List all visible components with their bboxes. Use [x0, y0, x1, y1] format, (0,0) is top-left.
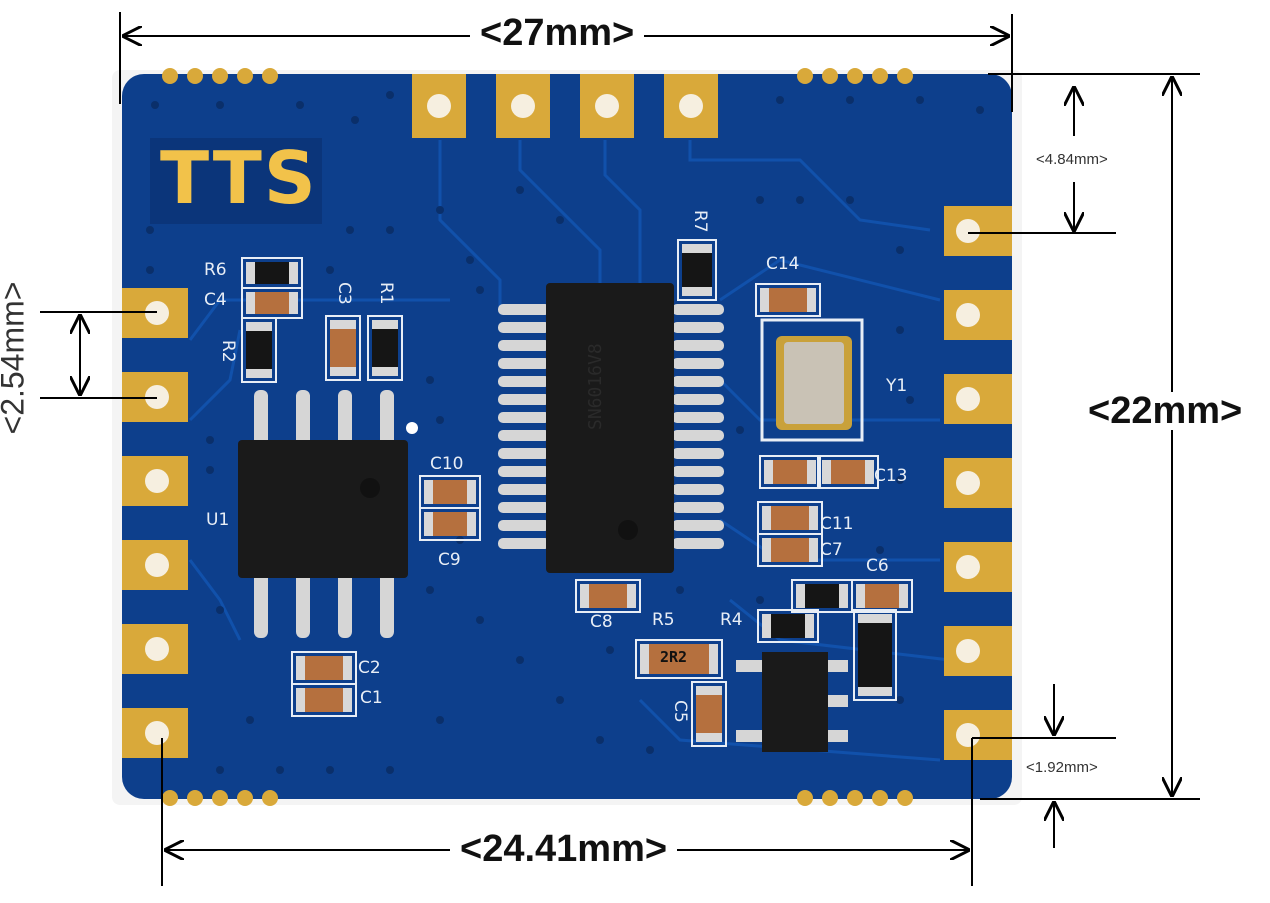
capacitor	[755, 283, 821, 317]
silk-c4: C4	[204, 290, 227, 310]
chip-pin-left	[498, 304, 550, 315]
right-pin-pads	[944, 206, 1012, 760]
silk-c1: C1	[360, 688, 383, 708]
capacitor	[291, 651, 357, 685]
chip-pin-left	[498, 358, 550, 369]
chip-pin-left	[498, 520, 550, 531]
chip-pin-left	[498, 376, 550, 387]
capacitor	[759, 455, 821, 489]
capacitor	[691, 681, 727, 747]
chip-pin-right	[672, 358, 724, 369]
silk-c2: C2	[358, 658, 381, 678]
main-chip-marking: SN6016V8	[585, 343, 606, 430]
chip-pin-right	[672, 430, 724, 441]
resistor	[677, 239, 717, 301]
silk-c8: C8	[590, 612, 613, 632]
chip-pin-left	[498, 538, 550, 549]
resistor	[791, 579, 853, 613]
silk-r6: R6	[204, 260, 227, 280]
chip-pin-left	[498, 412, 550, 423]
chip-pin-left	[498, 430, 550, 441]
capacitor	[575, 579, 641, 613]
main-chip	[498, 283, 724, 573]
chip-pin-right	[672, 394, 724, 405]
logo-frame	[150, 138, 322, 224]
resistor	[853, 609, 897, 701]
capacitor	[635, 639, 723, 679]
top-pin-pads	[412, 74, 718, 138]
passive-components	[241, 239, 913, 747]
dimension-pin-pitch: <2.54mm>	[0, 281, 31, 435]
resistor-value-label: 2R2	[660, 648, 688, 666]
silk-r1: R1	[376, 282, 396, 305]
silk-r2: R2	[218, 340, 238, 363]
chip-pin-right	[672, 520, 724, 531]
chip-pin-left	[498, 394, 550, 405]
chip-pin-left	[498, 502, 550, 513]
capacitor	[851, 579, 913, 613]
silk-c5: C5	[670, 700, 690, 723]
resistor	[367, 315, 403, 381]
silk-r4: R4	[720, 610, 743, 630]
silk-c9: C9	[438, 550, 461, 570]
chip-pin-left	[498, 322, 550, 333]
dimension-bottom-pin-offset: <1.92mm>	[1024, 759, 1100, 776]
silk-r7: R7	[690, 210, 710, 233]
dimension-width-bottom: <24.41mm>	[450, 830, 678, 868]
silk-c14: C14	[766, 254, 800, 274]
silk-c11: C11	[820, 514, 854, 534]
capacitor	[291, 683, 357, 717]
capacitor	[757, 533, 823, 567]
chip-pin-right	[672, 502, 724, 513]
chip-pin-right	[672, 466, 724, 477]
crystal-y1	[760, 318, 864, 442]
pcb-vias	[146, 91, 984, 774]
capacitor	[241, 287, 303, 319]
silk-c3: C3	[334, 282, 354, 305]
chip-pin-left	[498, 448, 550, 459]
chip-pin-left	[498, 484, 550, 495]
silk-c13: C13	[874, 466, 908, 486]
chip-pin-right	[672, 304, 724, 315]
dimension-top-pin-offset: <4.84mm>	[1034, 151, 1110, 168]
chip-pin-left	[498, 466, 550, 477]
capacitor	[419, 507, 481, 541]
silk-r5: R5	[652, 610, 675, 630]
chip-pin-right	[672, 376, 724, 387]
edge-castellations	[162, 68, 913, 806]
resistor	[241, 257, 303, 289]
capacitor	[817, 455, 879, 489]
resistor	[241, 317, 277, 383]
chip-pin-right	[672, 412, 724, 423]
silk-y1: Y1	[886, 376, 908, 396]
chip-pin-right	[672, 484, 724, 495]
silk-c7: C7	[820, 540, 843, 560]
module-logo-text: TTS	[160, 136, 318, 220]
chip-pin-right	[672, 322, 724, 333]
chip-pin-right	[672, 340, 724, 351]
regulator-chip	[736, 652, 848, 752]
dimension-width-top: <27mm>	[470, 14, 645, 52]
capacitor	[325, 315, 361, 381]
u1-chip	[238, 390, 418, 638]
dimension-height-right: <22mm>	[1078, 392, 1253, 430]
chip-pin-right	[672, 448, 724, 459]
chip-pin-left	[498, 340, 550, 351]
silk-c10: C10	[430, 454, 464, 474]
resistor	[757, 609, 819, 643]
capacitor	[757, 501, 823, 535]
silk-u1: U1	[206, 510, 230, 530]
capacitor	[419, 475, 481, 509]
chip-pin-right	[672, 538, 724, 549]
silk-c6: C6	[866, 556, 889, 576]
